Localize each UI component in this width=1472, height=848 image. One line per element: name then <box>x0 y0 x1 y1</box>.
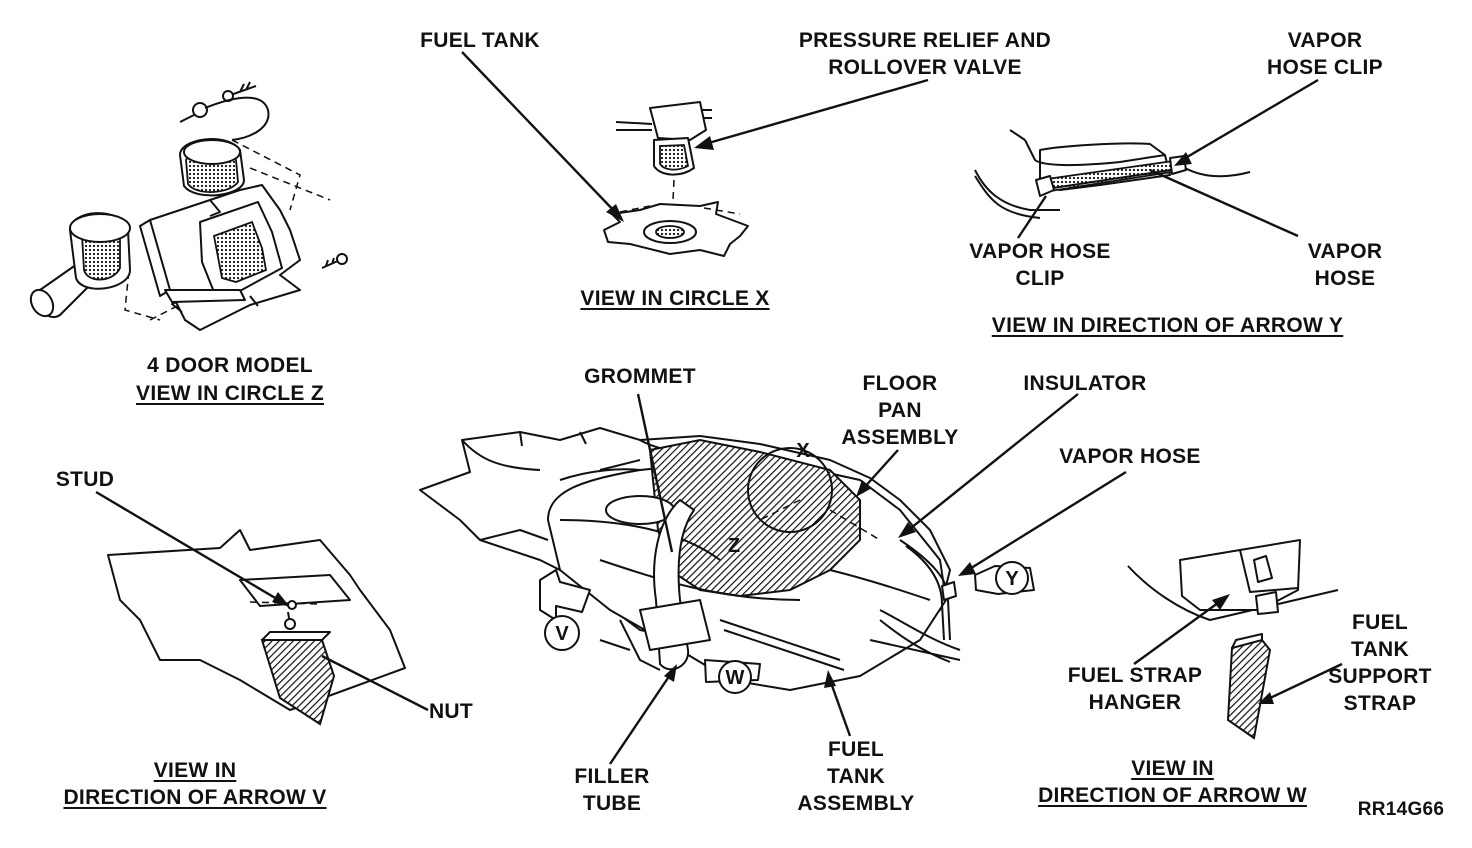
view-z-drawing <box>29 81 348 331</box>
callout-x-letter: X <box>796 440 810 462</box>
label-view-arrow-w: VIEW IN DIRECTION OF ARROW W <box>1038 757 1307 807</box>
callout-v-letter: V <box>555 623 569 645</box>
figure-code: RR14G66 <box>1357 799 1445 820</box>
view-x-drawing <box>603 101 749 257</box>
label-vapor-hose-main: VAPOR HOSE <box>1059 445 1201 468</box>
label-vapor-hose-clip-left: VAPOR HOSE CLIP <box>969 240 1111 290</box>
label-fuel-strap-hanger: FUEL STRAP HANGER <box>1067 664 1203 714</box>
label-view-arrow-v: VIEW IN DIRECTION OF ARROW V <box>63 759 327 809</box>
label-vapor-hose-right: VAPOR HOSE <box>1307 240 1383 290</box>
label-fuel-tank-assembly: FUEL TANK ASSEMBLY <box>797 738 915 815</box>
label-fuel-tank-support-strap: FUEL TANK SUPPORT STRAP <box>1328 611 1432 715</box>
callout-arrow-y <box>974 561 1035 595</box>
label-vapor-hose-clip-top: VAPOR HOSE CLIP <box>1267 29 1383 79</box>
label-grommet: GROMMET <box>584 365 696 388</box>
callout-arrow-w <box>704 659 761 694</box>
main-assembly-drawing <box>419 427 961 691</box>
callout-arrow-v <box>539 569 591 651</box>
label-view-arrow-y: VIEW IN DIRECTION OF ARROW Y <box>991 314 1344 337</box>
view-w-drawing <box>1127 539 1339 740</box>
callout-y-letter: Y <box>1005 568 1019 590</box>
label-pressure-relief-valve: PRESSURE RELIEF AND ROLLOVER VALVE <box>798 29 1052 79</box>
label-nut: NUT <box>428 700 474 723</box>
label-stud: STUD <box>55 468 115 491</box>
label-floor-pan-assembly: FLOOR PAN ASSEMBLY <box>841 372 959 449</box>
label-view-in-circle-z: VIEW IN CIRCLE Z <box>136 382 324 405</box>
label-filler-tube: FILLER TUBE <box>574 765 650 815</box>
label-insulator: INSULATOR <box>1023 372 1147 395</box>
view-v-drawing <box>107 529 406 726</box>
leader-lines <box>95 51 1343 765</box>
callout-z-letter: Z <box>728 535 740 557</box>
callout-w-letter: W <box>726 667 745 689</box>
label-fuel-tank: FUEL TANK <box>420 29 540 52</box>
view-y-drawing <box>974 129 1251 219</box>
label-four-door-model: 4 DOOR MODEL <box>147 354 313 377</box>
label-view-in-circle-x: VIEW IN CIRCLE X <box>580 287 770 310</box>
